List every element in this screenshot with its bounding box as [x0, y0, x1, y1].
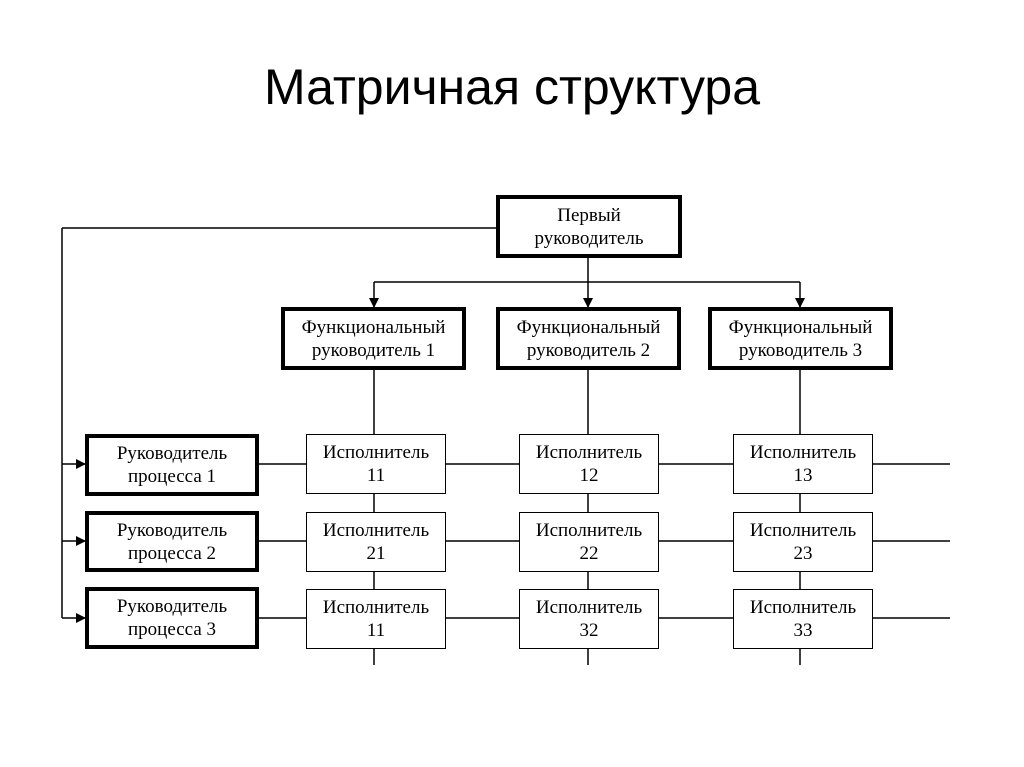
executor-box: Исполнитель 23 [733, 512, 873, 572]
executor-line1: Исполнитель [749, 442, 857, 463]
top-manager-line2: руководитель [534, 227, 644, 249]
executor-line2: 12 [579, 465, 599, 486]
functional-manager-line2: руководитель 1 [311, 339, 436, 361]
functional-manager-3-box: Функциональный руководитель 3 [708, 307, 893, 370]
executor-line2: 23 [793, 543, 813, 564]
executor-box: Исполнитель 13 [733, 434, 873, 494]
top-manager-box: Первый руководитель [496, 195, 682, 258]
functional-manager-line1: Функциональный [301, 316, 446, 338]
executor-line2: 33 [793, 620, 813, 641]
process-manager-line2: процесса 1 [127, 466, 217, 487]
executor-box: Исполнитель 21 [306, 512, 446, 572]
executor-line1: Исполнитель [322, 520, 430, 541]
functional-manager-line2: руководитель 2 [526, 339, 651, 361]
top-manager-line1: Первый [557, 204, 621, 226]
executor-line1: Исполнитель [535, 520, 643, 541]
executor-box: Исполнитель 32 [519, 589, 659, 649]
executor-box: Исполнитель 11 [306, 589, 446, 649]
process-manager-line1: Руководитель [116, 519, 228, 541]
process-manager-line1: Руководитель [116, 596, 228, 617]
functional-manager-1-box: Функциональный руководитель 1 [281, 307, 466, 370]
executor-box: Исполнитель 33 [733, 589, 873, 649]
executor-line1: Исполнитель [535, 442, 643, 463]
executor-line2: 13 [793, 465, 813, 486]
executor-box: Исполнитель 12 [519, 434, 659, 494]
process-manager-3-box: Руководитель процесса 3 [85, 587, 259, 649]
executor-line1: Исполнитель [322, 597, 430, 618]
executor-box: Исполнитель 11 [306, 434, 446, 494]
executor-line2: 22 [579, 543, 599, 564]
process-manager-2-box: Руководитель процесса 2 [85, 511, 259, 572]
executor-line2: 11 [366, 620, 386, 641]
executor-line1: Исполнитель [535, 597, 643, 618]
executor-line1: Исполнитель [322, 442, 430, 463]
slide-title: Матричная структура [263, 59, 761, 115]
process-manager-line2: процесса 3 [127, 619, 217, 640]
executor-line1: Исполнитель [749, 520, 857, 541]
functional-manager-2-box: Функциональный руководитель 2 [496, 307, 681, 370]
executor-line2: 21 [366, 543, 386, 564]
process-manager-line2: процесса 2 [127, 542, 217, 564]
functional-manager-line1: Функциональный [516, 316, 661, 338]
process-manager-1-box: Руководитель процесса 1 [85, 434, 259, 496]
executor-line2: 11 [366, 465, 386, 486]
functional-manager-line1: Функциональный [728, 316, 873, 338]
functional-manager-line2: руководитель 3 [738, 339, 863, 361]
executor-line2: 32 [579, 620, 599, 641]
executor-line1: Исполнитель [749, 597, 857, 618]
process-manager-line1: Руководитель [116, 443, 228, 464]
executor-box: Исполнитель 22 [519, 512, 659, 572]
